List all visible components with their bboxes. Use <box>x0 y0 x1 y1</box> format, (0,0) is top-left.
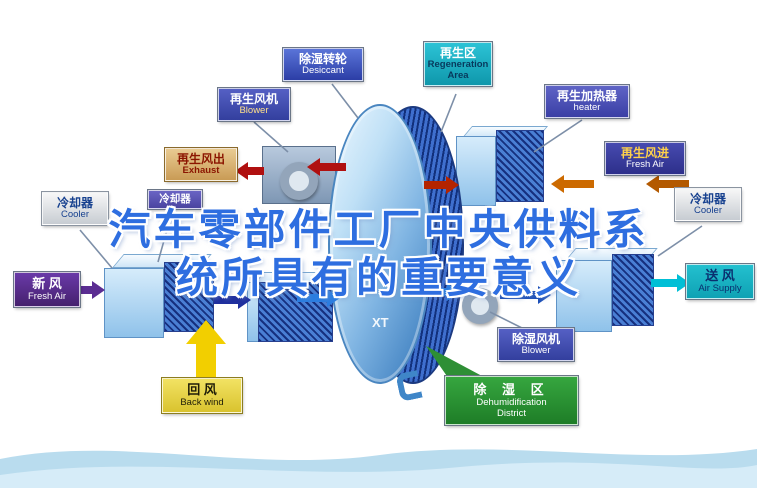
headline-line-1: 汽车零部件工厂中央供料系 <box>108 205 649 254</box>
desiccant-wheel-front <box>328 104 432 384</box>
return-air-arrow-head <box>186 320 226 344</box>
label-dehumid-blower-zh: 除湿风机 <box>511 332 560 346</box>
label-regen-fresh-air-inlet: 再生风进 Fresh Air <box>605 142 685 176</box>
label-fresh-air-en: Fresh Air <box>27 290 66 302</box>
return-air-arrow <box>186 320 226 382</box>
label-exhaust-zh: 再生风出 <box>176 152 225 166</box>
arrow-fan-to-supply-unit <box>500 286 551 304</box>
bottom-wave-decoration <box>0 449 757 488</box>
process-fan-impeller-icon <box>462 288 498 324</box>
label-desiccant-wheel: 除湿转轮 Desiccant <box>283 48 363 82</box>
label-regen-inlet-en: Fresh Air <box>625 159 664 171</box>
label-cooler-right: 冷却器 Cooler <box>675 188 741 222</box>
label-cooler-right-zh: 冷却器 <box>689 192 726 206</box>
label-regen-blower-en: Blower <box>239 105 269 117</box>
label-cooler-left-zh: 冷却器 <box>56 196 93 210</box>
return-air-arrow-shaft <box>196 344 216 382</box>
ahu-right-front-face <box>556 260 612 332</box>
ahu-middle-coil-face <box>258 282 333 342</box>
label-air-supply-en: Air Supply <box>698 282 742 294</box>
arrow-rotor-regen-side <box>424 176 459 194</box>
label-regeneration-area: 再生区 Regeneration Area <box>424 42 492 87</box>
arrow-to-rotor-process <box>297 289 340 307</box>
label-dehumid-zone-en1: Dehumidification <box>476 396 547 408</box>
label-regen-blower: 再生风机 Blower <box>218 88 290 122</box>
rotor-mark-text: XT <box>372 315 389 330</box>
ahu-right-coil-face <box>612 254 654 326</box>
arrow-exhaust-out <box>248 167 264 175</box>
label-cooler-left: 冷却器 Cooler <box>42 192 108 226</box>
label-dehumid-zone-zh: 除 湿 区 <box>473 382 550 397</box>
label-desiccant-en: Desiccant <box>302 65 344 77</box>
arrow-heater-to-rotor <box>564 180 594 188</box>
label-back-wind-zh: 回 风 <box>187 382 217 397</box>
arrow-fresh-air-in <box>80 281 105 299</box>
label-dehumid-blower-en: Blower <box>521 345 551 357</box>
label-air-supply-zh: 送 风 <box>705 268 735 283</box>
label-regen-heater-zh: 再生加热器 <box>556 89 617 103</box>
label-back-wind: 回 风 Back wind <box>162 378 242 413</box>
label-air-supply: 送 风 Air Supply <box>686 264 754 299</box>
label-back-wind-en: Back wind <box>180 396 224 408</box>
arrow-rotor-to-regen-blower <box>320 163 346 171</box>
label-exhaust-en: Exhaust <box>182 165 220 177</box>
regen-heater-coil-face <box>496 130 544 202</box>
ahu-left-front-face <box>104 268 164 338</box>
label-cooler-right-en: Cooler <box>694 205 722 217</box>
label-regen-heater-en: heater <box>573 102 601 114</box>
label-regen-area-zh: 再生区 <box>439 46 476 60</box>
label-exhaust: 再生风出 Exhaust <box>165 148 237 182</box>
label-regen-area-en: Regeneration Area <box>427 59 489 82</box>
label-dehumidification-district: 除 湿 区 Dehumidification District <box>445 376 578 426</box>
label-cooler-left-en: Cooler <box>61 209 89 221</box>
label-fresh-air-zh: 新 风 <box>32 276 62 291</box>
label-dehumid-blower: 除湿风机 Blower <box>498 328 574 362</box>
label-regen-blower-zh: 再生风机 <box>229 92 278 106</box>
arrow-rotor-to-fan <box>431 283 460 301</box>
label-regen-heater: 再生加热器 heater <box>545 85 629 119</box>
label-cooler-middle: 冷却器 <box>148 190 202 209</box>
arrow-to-filter-unit <box>214 291 251 309</box>
label-fresh-air: 新 风 Fresh Air <box>14 272 80 307</box>
label-cooler-mid-zh: 冷却器 <box>159 193 191 205</box>
label-regen-inlet-zh: 再生风进 <box>620 146 669 160</box>
arrow-regen-inlet-to-cooler <box>659 180 689 188</box>
headline-line-2: 统所具有的重要意义 <box>175 253 581 302</box>
regen-heater-front-face <box>456 136 496 206</box>
label-desiccant-zh: 除湿转轮 <box>298 52 347 66</box>
label-dehumid-zone-en2: District <box>496 407 527 419</box>
